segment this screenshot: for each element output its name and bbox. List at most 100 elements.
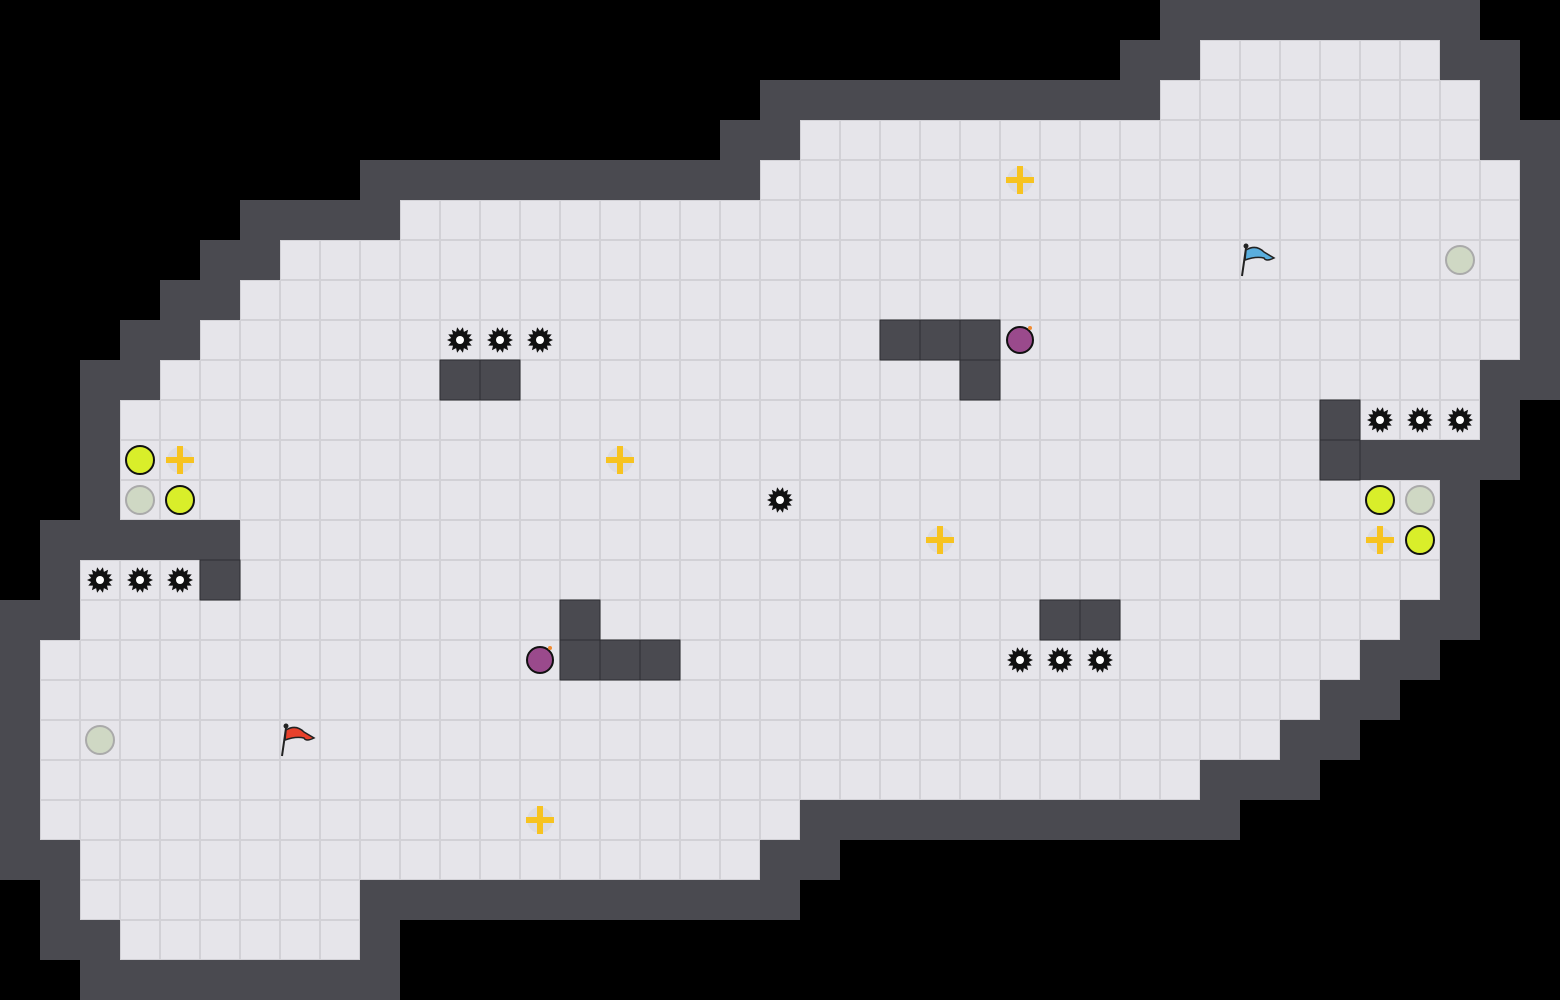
floor-tile [800, 320, 840, 360]
floor-tile [680, 280, 720, 320]
floor-tile [760, 400, 800, 440]
floor-tile [1280, 200, 1320, 240]
floor-tile [80, 880, 120, 920]
wall-tile [200, 520, 240, 560]
floor-tile [1480, 240, 1520, 280]
floor-tile [680, 200, 720, 240]
floor-tile [880, 600, 920, 640]
wall-tile [1520, 280, 1560, 320]
wall-tile [560, 160, 600, 200]
wall-block [639, 639, 681, 681]
floor-tile [640, 280, 680, 320]
wall-tile [240, 960, 280, 1000]
floor-tile [160, 760, 200, 800]
floor-tile [120, 840, 160, 880]
floor-tile [320, 920, 360, 960]
floor-tile [1320, 520, 1360, 560]
floor-tile [600, 280, 640, 320]
floor-tile [1000, 480, 1040, 520]
floor-tile [240, 480, 280, 520]
floor-tile [200, 640, 240, 680]
floor-tile [1320, 200, 1360, 240]
floor-tile [360, 640, 400, 680]
floor-tile [360, 840, 400, 880]
floor-tile [600, 480, 640, 520]
spike-icon [1367, 407, 1393, 433]
floor-tile [600, 560, 640, 600]
floor-tile [440, 800, 480, 840]
wall-tile [200, 280, 240, 320]
floor-tile [1160, 280, 1200, 320]
floor-tile [1360, 600, 1400, 640]
floor-tile [1280, 480, 1320, 520]
floor-tile [560, 480, 600, 520]
floor-tile [920, 560, 960, 600]
floor-tile [200, 800, 240, 840]
floor-tile [1120, 600, 1160, 640]
floor-tile [960, 240, 1000, 280]
floor-tile [1080, 680, 1120, 720]
wall-tile [1320, 0, 1360, 40]
wall-tile [0, 800, 40, 840]
floor-tile [880, 640, 920, 680]
floor-tile [880, 360, 920, 400]
floor-tile [640, 680, 680, 720]
floor-tile [800, 200, 840, 240]
wall-block [439, 359, 481, 401]
floor-tile [1120, 760, 1160, 800]
floor-tile [120, 640, 160, 680]
floor-tile [1440, 280, 1480, 320]
powerup-inactive-icon [125, 485, 155, 515]
floor-tile [400, 760, 440, 800]
floor-tile [1040, 520, 1080, 560]
floor-tile [760, 640, 800, 680]
floor-tile [440, 240, 480, 280]
floor-tile [1280, 680, 1320, 720]
floor-tile [680, 760, 720, 800]
floor-tile [640, 720, 680, 760]
floor-tile [1200, 400, 1240, 440]
floor-tile [560, 520, 600, 560]
wall-tile [1280, 0, 1320, 40]
floor-tile [1080, 720, 1120, 760]
floor-tile [1080, 200, 1120, 240]
floor-tile [800, 440, 840, 480]
wall-tile [960, 800, 1000, 840]
floor-tile [1080, 320, 1120, 360]
floor-tile [1360, 40, 1400, 80]
floor-tile [480, 720, 520, 760]
floor-tile [720, 200, 760, 240]
floor-tile [760, 440, 800, 480]
floor-tile [1160, 320, 1200, 360]
floor-tile [440, 520, 480, 560]
wall-tile [440, 880, 480, 920]
floor-tile [160, 920, 200, 960]
floor-tile [560, 840, 600, 880]
spike-icon [87, 567, 113, 593]
floor-tile [280, 520, 320, 560]
floor-tile [360, 720, 400, 760]
floor-tile [400, 520, 440, 560]
floor-tile [920, 600, 960, 640]
floor-tile [360, 360, 400, 400]
wall-block [959, 359, 1001, 401]
floor-tile [1000, 120, 1040, 160]
floor-tile [720, 440, 760, 480]
floor-tile [1240, 200, 1280, 240]
floor-tile [840, 640, 880, 680]
floor-tile [280, 600, 320, 640]
floor-tile [1360, 240, 1400, 280]
wall-tile [640, 880, 680, 920]
wall-tile [1160, 40, 1200, 80]
wall-block [1079, 599, 1121, 641]
wall-tile [1520, 320, 1560, 360]
floor-tile [760, 280, 800, 320]
floor-tile [320, 480, 360, 520]
floor-tile [280, 680, 320, 720]
wall-tile [720, 880, 760, 920]
floor-tile [1320, 120, 1360, 160]
wall-tile [1320, 680, 1360, 720]
floor-tile [200, 400, 240, 440]
floor-tile [1080, 560, 1120, 600]
floor-tile [40, 680, 80, 720]
